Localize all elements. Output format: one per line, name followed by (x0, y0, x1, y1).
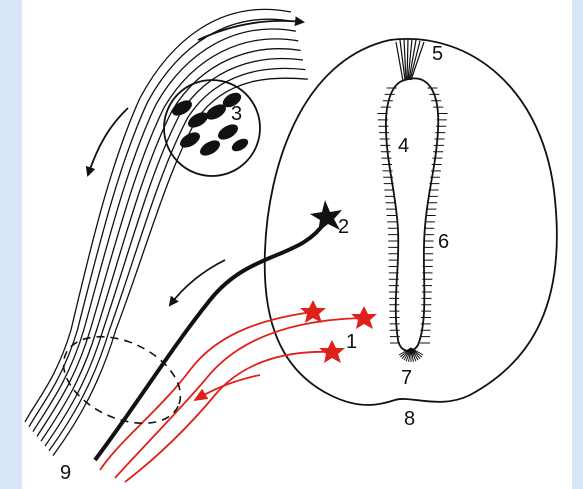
ganglion-circle (164, 80, 260, 176)
label-8: 8 (404, 408, 415, 430)
label-5: 5 (432, 43, 443, 65)
fiber-line (41, 49, 301, 441)
fiber-line (37, 39, 298, 436)
inner-cavity-outline (386, 78, 438, 351)
label-9: 9 (60, 462, 71, 484)
label-2: 2 (338, 216, 349, 238)
label-3: 3 (231, 103, 242, 125)
middle-arrow (170, 260, 225, 305)
red-direction-arrow (195, 375, 260, 400)
red-star-markers (300, 300, 377, 363)
top-fan-lines (396, 39, 424, 81)
thick-black-fiber (95, 222, 325, 460)
cavity-hairs (377, 88, 447, 362)
label-1: 1 (346, 331, 357, 353)
fiber-line (33, 29, 296, 432)
label-4: 4 (398, 135, 409, 157)
fiber-line (25, 9, 291, 422)
label-7: 7 (401, 367, 412, 389)
label-6: 6 (438, 231, 449, 253)
